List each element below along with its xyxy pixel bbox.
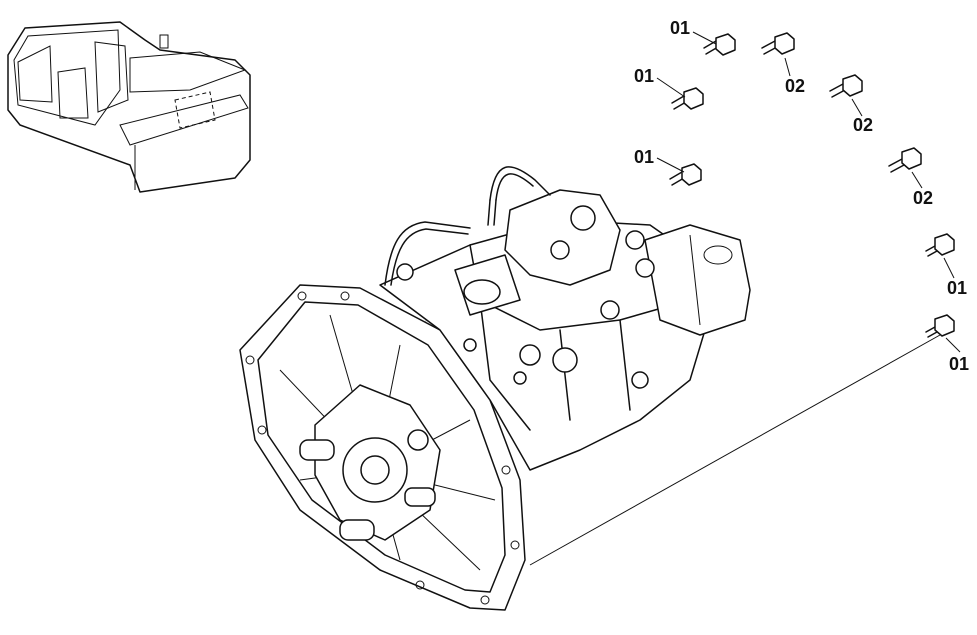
bolt-01-b (671, 87, 704, 110)
bolt-01-d (925, 233, 955, 257)
callout-leader (943, 257, 955, 279)
callout-leader (692, 31, 717, 45)
callout-leader (945, 337, 961, 353)
bolt-01-a (703, 33, 736, 56)
callout-label: 01 (634, 66, 654, 86)
callout-label: 01 (670, 18, 690, 38)
bolt-01-c (669, 163, 702, 186)
excavator-location-thumbnail (7, 21, 251, 193)
callout-label: 02 (853, 115, 873, 135)
bolt-02-c (888, 147, 922, 173)
callout-leader (656, 77, 686, 98)
callout-label: 01 (947, 278, 967, 298)
callout-leader (784, 57, 791, 77)
callout-label: 01 (634, 147, 654, 167)
callout-label: 01 (949, 354, 969, 374)
bolt-02-b (829, 74, 863, 98)
bolt-01-e (925, 314, 955, 338)
callout-leader (851, 98, 863, 117)
leader-line (529, 334, 941, 566)
callout-label: 02 (785, 76, 805, 96)
hydraulic-pump-assembly (239, 166, 751, 611)
callout-leader (911, 171, 923, 189)
callout-label: 02 (913, 188, 933, 208)
callout-leader (656, 157, 685, 173)
bolt-02-a (761, 32, 795, 55)
